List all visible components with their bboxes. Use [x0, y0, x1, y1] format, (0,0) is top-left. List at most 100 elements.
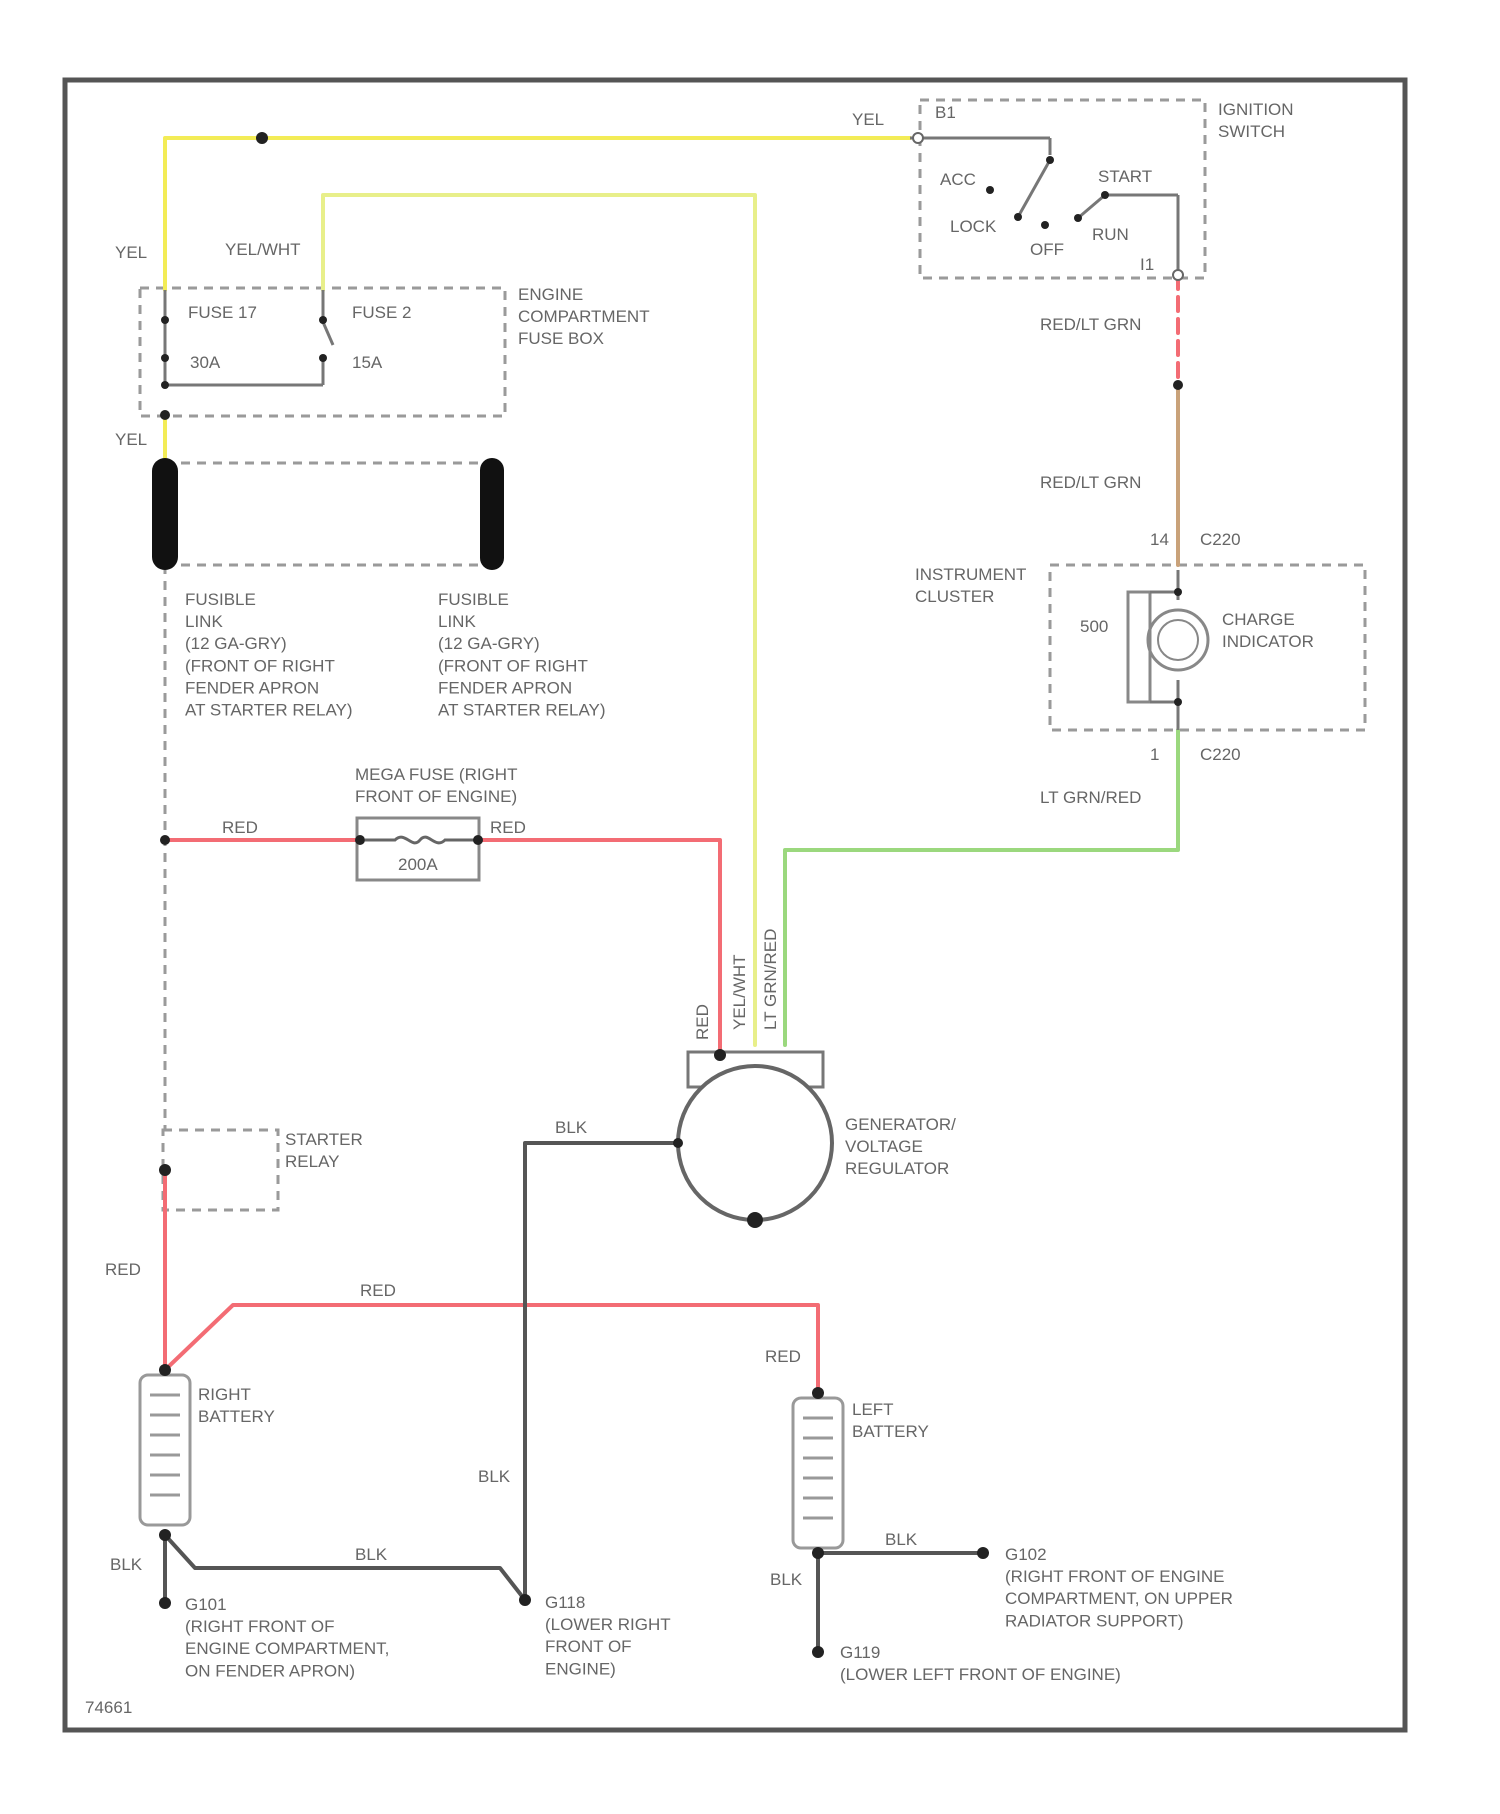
label-right-battery: RIGHT BATTERY: [198, 1385, 275, 1426]
red-wire-battery-link: [165, 1305, 818, 1393]
label-fuse-box: ENGINE COMPARTMENT FUSE BOX: [518, 285, 650, 348]
label-mega-fuse-line: FRONT OF ENGINE): [355, 787, 517, 806]
ground-g118: [519, 1594, 531, 1606]
label-g101: G101 (RIGHT FRONT OF ENGINE COMPARTMENT, ON…: [185, 1595, 389, 1680]
label-start: START: [1098, 167, 1152, 186]
label-gen-lt-grn-red: LT GRN/RED: [761, 929, 780, 1030]
label-gen-red: RED: [693, 1004, 712, 1040]
label-g119: G119 (LOWER LEFT FRONT OF ENGINE): [840, 1643, 1121, 1684]
label-g101-line: G101: [185, 1595, 227, 1614]
label-right-battery-line: RIGHT: [198, 1385, 251, 1404]
label-charge-indicator-line: INDICATOR: [1222, 632, 1314, 651]
label-ignition-switch-line: IGNITION: [1218, 100, 1294, 119]
label-fusible-link-1-line: FENDER APRON: [185, 678, 319, 697]
label-fusible-link-1-line: FUSIBLE: [185, 590, 256, 609]
blk-wire-right-battery-to-g118: [165, 1535, 525, 1600]
label-b1: B1: [935, 103, 956, 122]
label-g102-line: RADIATOR SUPPORT): [1005, 1611, 1184, 1630]
label-mega-fuse: MEGA FUSE (RIGHT FRONT OF ENGINE): [355, 765, 517, 806]
label-left-battery-line: BATTERY: [852, 1422, 929, 1441]
label-fusible-link-2-line: FENDER APRON: [438, 678, 572, 697]
label-blk-right-batt: BLK: [885, 1530, 918, 1549]
label-fusible-link-1-line: LINK: [185, 612, 223, 631]
label-red-top: RED: [360, 1281, 396, 1300]
connector-i1: [1173, 270, 1183, 280]
label-g118-line: G118: [545, 1593, 585, 1612]
label-i1: I1: [1140, 255, 1154, 274]
label-red-lt-grn-1: RED/LT GRN: [1040, 315, 1141, 334]
label-200a: 200A: [398, 855, 438, 874]
right-battery: [140, 1364, 190, 1541]
label-generator: GENERATOR/VOLTAGE REGULATOR: [845, 1115, 956, 1178]
label-fusible-link-2-line: LINK: [438, 612, 476, 631]
label-generator-line: VOLTAGE: [845, 1137, 923, 1156]
label-ignition-switch: IGNITIONSWITCH: [1218, 100, 1294, 141]
label-charge-indicator-line: CHARGE: [1222, 610, 1295, 629]
label-g102-line: G102: [1005, 1545, 1047, 1564]
label-fusible-link-1-line: (FRONT OF RIGHT: [185, 656, 335, 675]
label-generator-line: GENERATOR/: [845, 1115, 956, 1134]
label-g101-line: ON FENDER APRON): [185, 1661, 355, 1680]
label-g118-line: FRONT OF: [545, 1637, 632, 1656]
label-g101-line: (RIGHT FRONT OF: [185, 1617, 335, 1636]
fusible-link-right: [480, 458, 504, 570]
label-blk-gen: BLK: [555, 1118, 588, 1137]
label-g101-line: ENGINE COMPARTMENT,: [185, 1639, 389, 1658]
label-fuse2: FUSE 2: [352, 303, 412, 322]
label-mega-fuse-line: MEGA FUSE (RIGHT: [355, 765, 517, 784]
label-g102-line: (RIGHT FRONT OF ENGINE: [1005, 1567, 1224, 1586]
label-red-lt-grn-2: RED/LT GRN: [1040, 473, 1141, 492]
label-yel-left: YEL: [115, 243, 147, 262]
label-fuse-box-line: FUSE BOX: [518, 329, 604, 348]
label-red-right: RED: [765, 1347, 801, 1366]
label-fuse17: FUSE 17: [188, 303, 257, 322]
label-fusible-link-2-line: AT STARTER RELAY): [438, 701, 606, 720]
label-starter-relay-line: STARTER: [285, 1130, 363, 1149]
label-run: RUN: [1092, 225, 1129, 244]
label-15a: 15A: [352, 353, 383, 372]
label-gen-yel-wht: YEL/WHT: [730, 954, 749, 1030]
label-instrument-cluster-line: CLUSTER: [915, 587, 994, 606]
red-wire-to-generator: [478, 840, 720, 1055]
label-acc: ACC: [940, 170, 976, 189]
label-red-left: RED: [105, 1260, 141, 1279]
label-ohm: 500: [1080, 617, 1108, 636]
label-generator-line: REGULATOR: [845, 1159, 949, 1178]
label-blk-ground: BLK: [355, 1545, 388, 1564]
ground-g101: [159, 1597, 171, 1609]
label-blk-left2: BLK: [110, 1555, 143, 1574]
splice-red-lt-grn: [1173, 380, 1183, 390]
label-g118-line: ENGINE): [545, 1659, 616, 1678]
mega-fuse-terminal-right: [473, 835, 483, 845]
label-right-battery-line: BATTERY: [198, 1407, 275, 1426]
ground-g119: [812, 1646, 824, 1658]
label-30a: 30A: [190, 353, 221, 372]
label-starter-relay-line: RELAY: [285, 1152, 340, 1171]
label-fusible-link-2-line: (12 GA-GRY): [438, 634, 540, 653]
label-fuse-box-line: ENGINE: [518, 285, 583, 304]
label-g119-line: G119: [840, 1643, 880, 1662]
connector-b1: [913, 133, 923, 143]
label-fusible-link-2-line: (FRONT OF RIGHT: [438, 656, 588, 675]
yel-wire-top: [165, 138, 910, 290]
label-top-yel: YEL: [852, 110, 884, 129]
label-c220-bot: C220: [1200, 745, 1241, 764]
label-g118-line: (LOWER RIGHT: [545, 1615, 671, 1634]
label-left-battery-line: LEFT: [852, 1400, 894, 1419]
label-fuse-box-line: COMPARTMENT: [518, 307, 650, 326]
label-off: OFF: [1030, 240, 1064, 259]
generator-voltage-regulator: [673, 1049, 832, 1228]
label-blk-left-batt: BLK: [770, 1570, 803, 1589]
label-g102: G102 (RIGHT FRONT OF ENGINE COMPARTMENT, O…: [1005, 1545, 1233, 1630]
ground-g102: [977, 1547, 989, 1559]
label-red-a: RED: [222, 818, 258, 837]
label-g102-line: COMPARTMENT, ON UPPER: [1005, 1589, 1233, 1608]
label-lt-grn-red: LT GRN/RED: [1040, 788, 1141, 807]
label-g119-line: (LOWER LEFT FRONT OF ENGINE): [840, 1665, 1121, 1684]
label-instrument-cluster-line: INSTRUMENT: [915, 565, 1026, 584]
label-blk-mid: BLK: [478, 1467, 511, 1486]
label-yel-wht: YEL/WHT: [225, 240, 301, 259]
